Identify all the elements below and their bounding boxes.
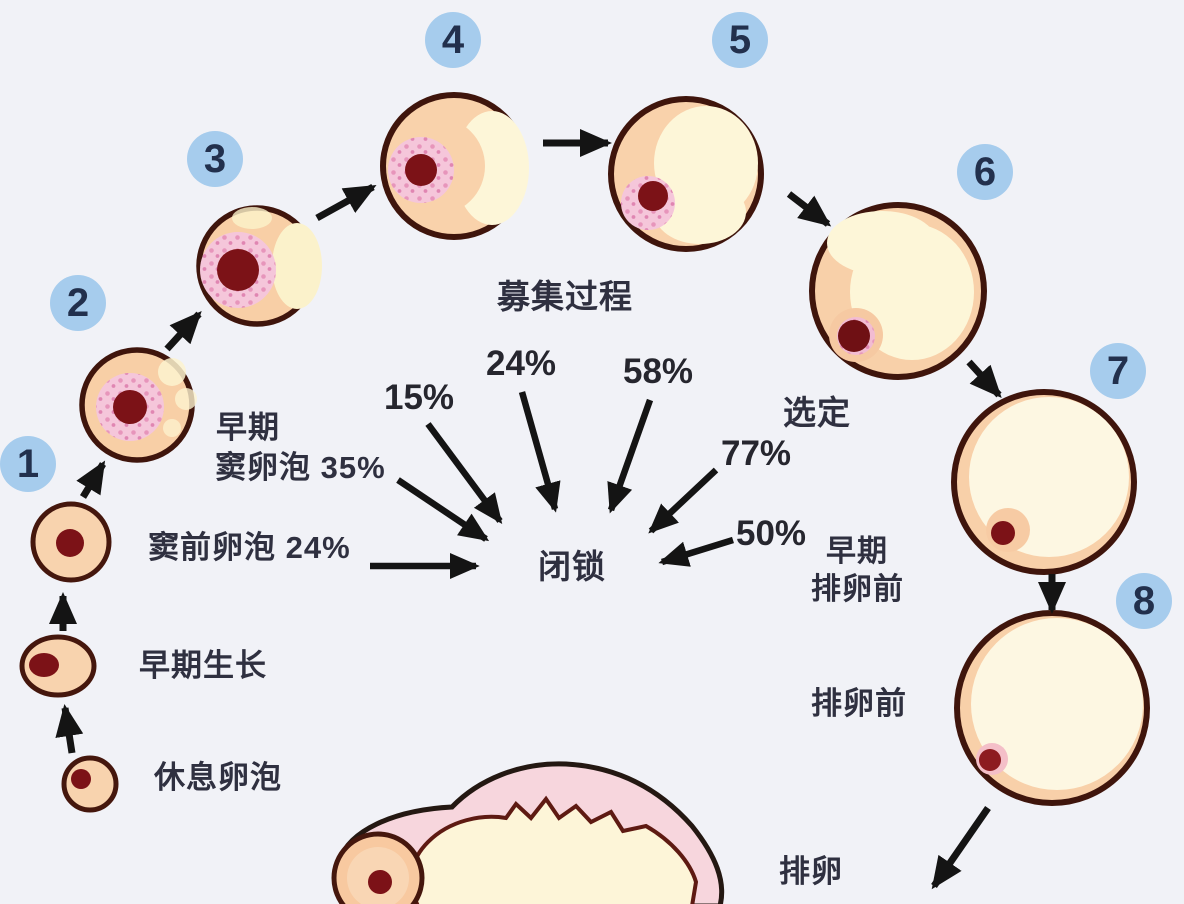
arrow-24pct-to-atresia — [518, 391, 561, 513]
label-pct-77: 77% — [721, 434, 792, 473]
arrow-58pct-to-atresia — [607, 398, 654, 514]
arrow-15pct-to-atresia — [425, 422, 503, 525]
label-recruitment-process: 募集过程 — [497, 278, 633, 315]
stage-badge-3: 3 — [187, 131, 243, 187]
stage-badge-7: 7 — [1090, 343, 1146, 399]
follicle-early-growth-icon — [19, 634, 97, 698]
follicle-stage-8-icon — [954, 610, 1150, 806]
label-resting-follicle: 休息卵泡 — [154, 760, 282, 795]
label-pct-50: 50% — [736, 514, 807, 553]
follicle-preantral-icon — [30, 501, 112, 583]
label-atresia: 闭锁 — [538, 548, 606, 585]
stage-badge-5: 5 — [712, 12, 768, 68]
stage-badge-2: 2 — [50, 275, 106, 331]
ovulating-follicle-icon — [331, 761, 725, 904]
follicle-stage-4-icon — [380, 92, 529, 240]
label-early-growth: 早期生长 — [139, 648, 267, 683]
label-pct-24: 24% — [486, 344, 557, 383]
arrow-stage2-to-stage3 — [164, 311, 202, 352]
follicle-stage-7-icon — [951, 389, 1137, 575]
arrow-stage6-to-stage7 — [966, 359, 1002, 398]
label-preovulatory: 排卵前 — [811, 686, 907, 721]
follicle-stage-5-icon — [608, 96, 764, 252]
stage-badge-8: 8 — [1116, 573, 1172, 629]
arrow-50pct-to-atresia — [658, 536, 734, 567]
label-ovulation: 排卵 — [779, 854, 843, 889]
arrow-preantral-to-stage2 — [76, 460, 106, 499]
stage-badge-6: 6 — [957, 144, 1013, 200]
arrow-resting-to-growth — [55, 704, 84, 754]
follicle-stage-2-icon — [79, 347, 197, 463]
atresia-arrows — [370, 391, 734, 580]
arrow-stage8-to-ovulation — [931, 806, 991, 890]
arrow-35pct-to-atresia — [396, 477, 490, 542]
label-early-antral-line1: 早期 — [216, 410, 280, 445]
label-pct-58: 58% — [623, 352, 694, 391]
follicle-resting-icon — [61, 755, 119, 813]
follicle-stage-6-icon — [809, 202, 987, 380]
follicle-stage-3-icon — [196, 205, 322, 327]
label-early-preovulatory-line1: 早期 — [826, 535, 888, 568]
stage-badge-4: 4 — [425, 12, 481, 68]
label-preantral-follicle: 窦前卵泡 24% — [148, 530, 351, 565]
label-pct-15: 15% — [384, 378, 455, 417]
arrow-stage5-to-stage6 — [786, 191, 832, 227]
arrow-77pct-to-atresia — [648, 467, 719, 534]
stage-badge-1: 1 — [0, 436, 56, 492]
label-early-antral-line2: 窦卵泡 35% — [215, 450, 386, 485]
label-early-preovulatory-line2: 排卵前 — [811, 573, 904, 606]
arrow-stage3-to-stage4 — [315, 183, 377, 222]
label-selection: 选定 — [783, 394, 851, 431]
stage-flow-arrows — [48, 128, 1067, 890]
